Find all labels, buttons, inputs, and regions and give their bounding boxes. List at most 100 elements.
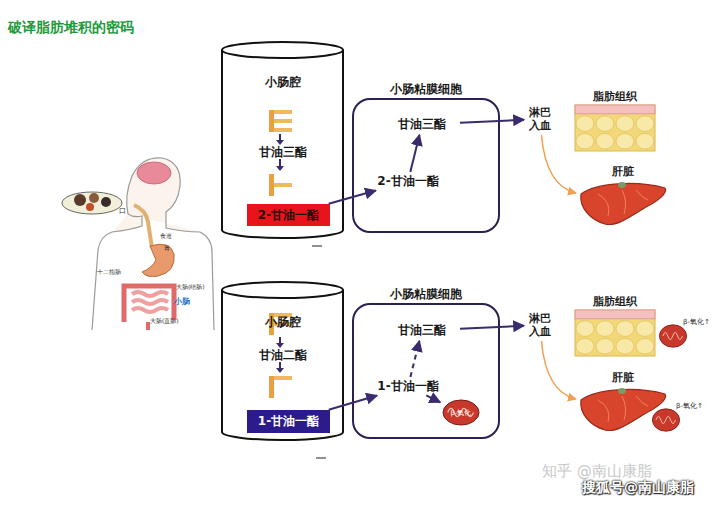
anatomy-label: 小肠: [174, 296, 190, 307]
mucosa-cell-box-text: 小肠粘膜细胞: [354, 286, 498, 303]
gallbladder: [618, 182, 626, 188]
fat-bg: [575, 105, 655, 151]
fat-cells-part: [596, 338, 614, 354]
head-outline: [112, 158, 200, 232]
lumen-label: 甘油三酯: [243, 144, 323, 161]
lumen-cylinder: 小肠腔2-甘油一酯: [220, 40, 345, 240]
flow-arrow: [329, 396, 377, 410]
monoglyceride-box-text: 2-甘油一酯: [247, 207, 330, 224]
flow-arrow: [460, 120, 524, 123]
monoglyceride-box: 1-甘油一酯: [247, 410, 330, 433]
molecule-node: 2-甘油一酯: [370, 173, 446, 190]
cylinder-top: [222, 42, 343, 58]
liver-image: [578, 386, 668, 434]
fat-cells: [576, 321, 654, 354]
fatty-acid-chain: [274, 110, 292, 114]
membrane: [575, 105, 655, 114]
cylinder-top: [222, 282, 343, 298]
fat-cells-part: [596, 133, 614, 149]
mito-outer: [443, 400, 479, 425]
flow-arrow: [410, 341, 419, 377]
fatty-acid-chain: [274, 376, 292, 380]
adipose-tissue: 脂肪组织: [575, 105, 655, 151]
glycerol-bar: [269, 174, 274, 196]
mitochondrion: [648, 408, 684, 432]
mito-outer: [659, 325, 686, 347]
food: [89, 193, 99, 203]
cylinder-side: [222, 290, 343, 440]
fat-cells-part: [636, 321, 654, 337]
curved-arrow: [541, 341, 576, 399]
mitochondrion-node-text: β-氧化↑: [676, 402, 703, 410]
molecule-node-text: 2-甘油一酯: [370, 173, 446, 190]
mitochondrion-node: β-氧化: [442, 399, 480, 426]
liver-text: 肝脏: [568, 370, 678, 385]
fat-cells-part: [616, 321, 634, 337]
dash-mark: [316, 458, 326, 459]
diagram-title: 破译脂肪堆积的密码: [8, 19, 134, 37]
anatomy-label: 大肠(直肠): [150, 317, 179, 326]
fat-cells-part: [636, 338, 654, 354]
liver: 肝脏: [578, 386, 668, 434]
lymph-node-text: 淋巴 入血: [526, 104, 554, 134]
monoglyceride-box-text: 1-甘油一酯: [247, 413, 330, 430]
anatomy-label: 大肠(结肠): [176, 283, 205, 292]
arrow-head: [276, 368, 284, 373]
fat-cells-part: [636, 133, 654, 149]
gallbladder: [618, 388, 626, 394]
rectum: [146, 322, 150, 330]
flow-arrow: [460, 326, 524, 329]
flow-arrow: [410, 135, 419, 172]
liver-image: [578, 180, 668, 228]
molecule-node: 1-甘油一酯: [370, 378, 446, 395]
fat-cells-part: [576, 133, 594, 149]
anatomy-label: 胃: [164, 244, 170, 253]
arrow-head: [276, 343, 284, 348]
fat-tissue-image: [575, 105, 655, 151]
fatty-acid-chain: [274, 119, 292, 123]
fat-cells-part: [596, 116, 614, 132]
lymph-node-text-text: 淋巴 入血: [526, 312, 554, 338]
mito-cristae: [663, 332, 683, 339]
food-plate: [62, 192, 122, 214]
fat-bg: [575, 310, 655, 356]
adipose-tissue-text: 脂肪组织: [565, 294, 665, 309]
liver-text: 肝脏: [568, 164, 678, 179]
liver-shape: [581, 389, 666, 430]
anatomy-label: 十二指肠: [97, 268, 121, 277]
food: [101, 197, 111, 207]
adipose-tissue: 脂肪组织: [575, 310, 655, 356]
anatomy-label: 口: [119, 206, 126, 216]
fat-cells-part: [616, 133, 634, 149]
liver: 肝脏: [578, 180, 668, 228]
mito-cristae: [656, 416, 676, 423]
glycerol-bar: [269, 376, 274, 398]
mucosa-cell-box-text: 小肠粘膜细胞: [354, 81, 498, 98]
lumen-label: 甘油二酯: [243, 347, 323, 364]
molecule-node-text: 甘油三酯: [385, 116, 459, 133]
liver-veins: [598, 190, 648, 216]
flow-arrow: [426, 395, 440, 402]
fat-cells-part: [596, 321, 614, 337]
body-outline: [92, 232, 214, 330]
mitochondrion: [655, 324, 691, 348]
fat-cells-part: [576, 116, 594, 132]
food: [86, 203, 94, 211]
fat-cells-part: [576, 338, 594, 354]
mucosa-cell-box: 小肠粘膜细胞甘油三酯1-甘油一酯β-氧化: [352, 303, 500, 439]
mitochondrion-node: β-氧化↑: [648, 402, 698, 432]
molecule-node-text: 1-甘油一酯: [370, 378, 446, 395]
digestive-illustration: [62, 158, 214, 330]
mucosa-cell-box: 小肠粘膜细胞甘油三酯2-甘油一酯: [352, 98, 500, 233]
watermark: 搜狐号@南山康脂: [582, 479, 694, 497]
fat-cells: [576, 116, 654, 149]
arrow-head: [276, 140, 284, 145]
watermark: 知乎 @南山康脂: [542, 462, 652, 481]
lymph-node-text-text: 淋巴 入血: [526, 106, 554, 132]
mitochondrion-node-text: β-氧化↑: [683, 318, 710, 326]
mitochondrion-node-text: β-氧化: [442, 409, 480, 417]
molecule-node-text: 甘油三酯: [385, 322, 459, 339]
food: [74, 194, 86, 206]
